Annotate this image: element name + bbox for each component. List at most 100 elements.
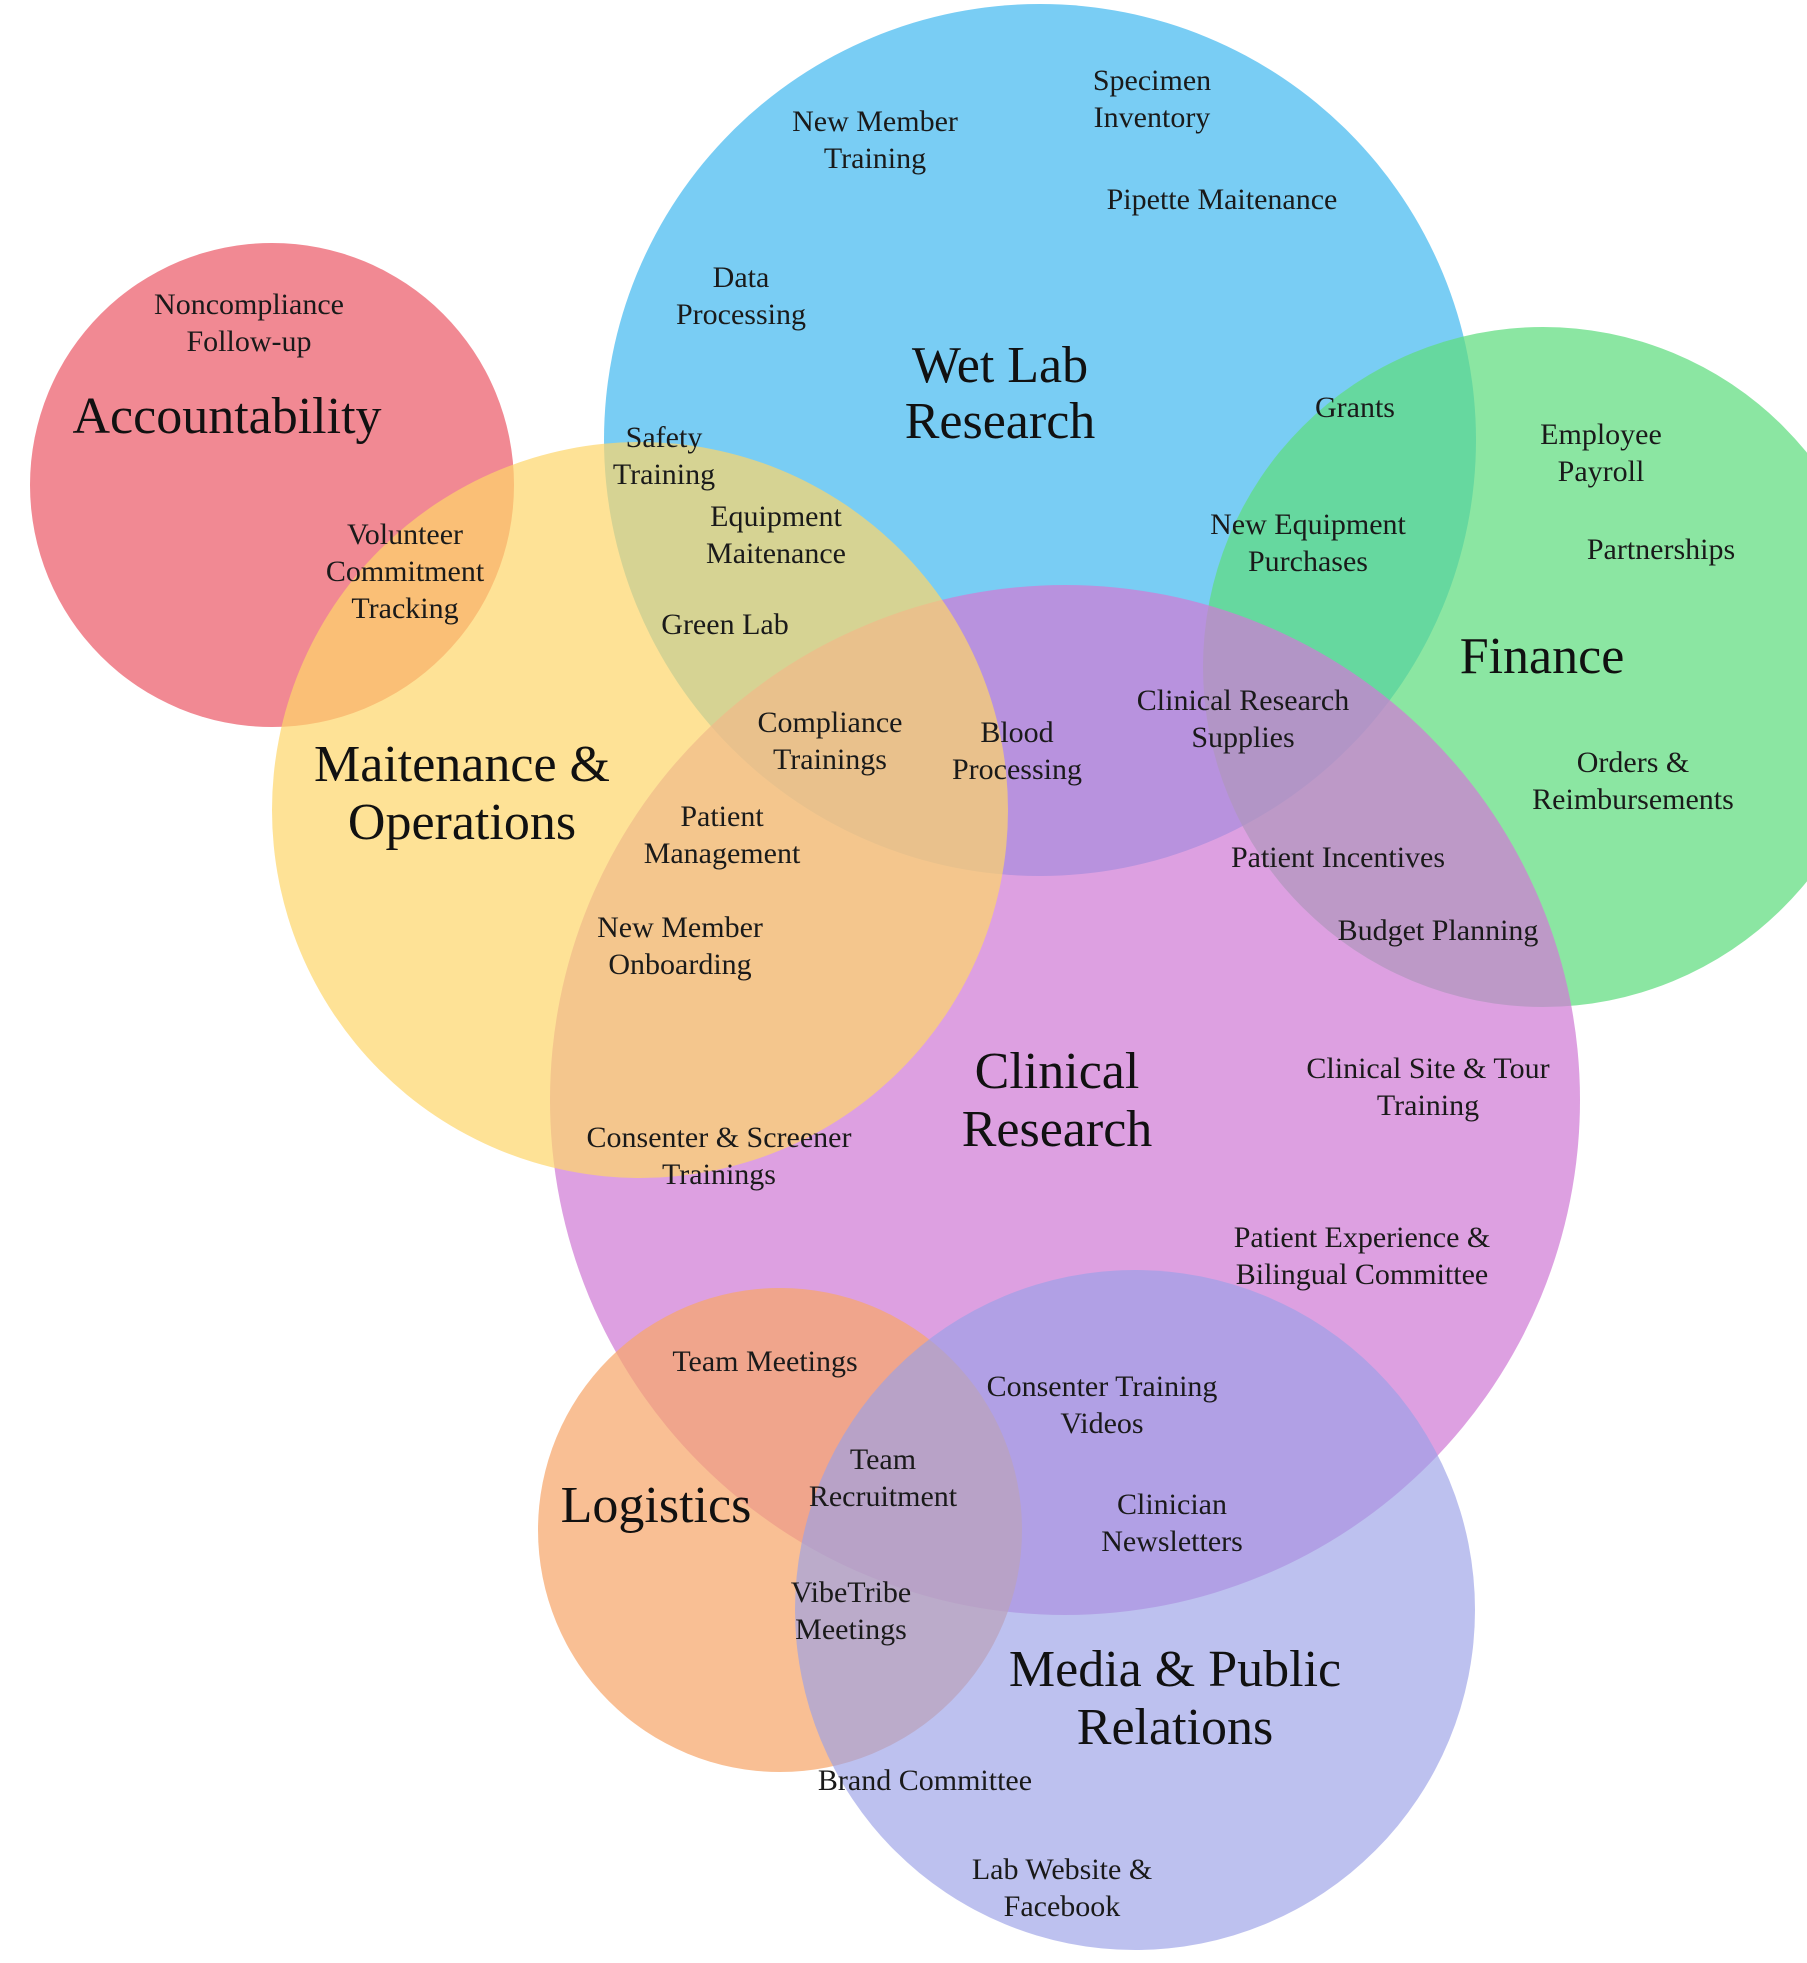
item-partnerships: Partnerships — [1587, 533, 1735, 566]
label-line: Maitenance — [706, 537, 846, 570]
label-line: New Member — [792, 105, 958, 138]
label-line: Inventory — [1094, 101, 1211, 134]
label-line: Grants — [1315, 391, 1395, 424]
label-line: Compliance — [758, 706, 903, 739]
label-line: Orders & — [1577, 746, 1689, 779]
label-line: Data — [713, 261, 770, 294]
label-line: Accountability — [72, 388, 381, 445]
label-line: Clinical Site & Tour — [1306, 1052, 1549, 1085]
item-lab-website-facebook: Lab Website & Facebook — [972, 1853, 1152, 1923]
label-line: Trainings — [662, 1158, 776, 1191]
label-line: Purchases — [1248, 545, 1368, 578]
label-line: Bilingual Committee — [1236, 1258, 1488, 1291]
label-line: Onboarding — [608, 948, 751, 981]
label-line: Wet Lab — [912, 337, 1088, 394]
item-budget-planning: Budget Planning — [1338, 914, 1539, 947]
label-line: Partnerships — [1587, 533, 1735, 566]
label-line: Processing — [676, 298, 806, 331]
label-line: New Member — [597, 911, 763, 944]
label-line: Videos — [1060, 1407, 1143, 1440]
label-line: Clinical — [975, 1043, 1140, 1100]
label-line: New Equipment — [1210, 508, 1406, 541]
label-line: Supplies — [1191, 721, 1294, 754]
label-line: Lab Website & — [972, 1853, 1152, 1886]
item-brand-committee: Brand Committee — [818, 1764, 1032, 1797]
label-line: Brand Committee — [818, 1764, 1032, 1797]
label-line: Equipment — [710, 500, 842, 533]
label-line: Facebook — [1004, 1890, 1121, 1923]
item-pipette-maintenance: Pipette Maitenance — [1107, 183, 1338, 216]
label-line: Consenter Training — [987, 1370, 1218, 1403]
label-line: Maitenance & — [314, 736, 610, 793]
label-line: Training — [1377, 1089, 1479, 1122]
label-line: Green Lab — [661, 608, 788, 641]
label-line: Trainings — [773, 743, 887, 776]
label-line: Processing — [952, 753, 1082, 786]
label-line: Relations — [1077, 1699, 1273, 1756]
label-line: Clinical Research — [1137, 684, 1349, 717]
item-team-meetings: Team Meetings — [672, 1345, 857, 1378]
group-label-accountability: Accountability — [72, 388, 381, 445]
label-line: Research — [962, 1101, 1153, 1158]
group-label-logistics: Logistics — [561, 1477, 752, 1534]
circle-maintenance-operations — [272, 442, 1008, 1178]
label-line: Reimbursements — [1532, 783, 1734, 816]
label-line: Research — [905, 393, 1096, 450]
label-line: Team — [850, 1443, 916, 1476]
label-line: Volunteer — [347, 518, 463, 551]
label-line: VibeTribe — [791, 1576, 911, 1609]
label-line: Management — [644, 837, 801, 870]
label-line: Patient — [680, 800, 764, 833]
item-orders-reimbursements: Orders & Reimbursements — [1532, 746, 1734, 816]
label-line: Follow-up — [186, 325, 311, 358]
label-line: Pipette Maitenance — [1107, 183, 1338, 216]
item-grants: Grants — [1315, 391, 1395, 424]
label-line: Logistics — [561, 1477, 752, 1534]
group-label-finance: Finance — [1460, 628, 1625, 685]
label-line: Safety — [626, 421, 703, 454]
label-line: Newsletters — [1101, 1525, 1243, 1558]
label-line: Consenter & Screener — [587, 1121, 852, 1154]
label-line: Tracking — [351, 592, 458, 625]
label-line: Meetings — [795, 1613, 907, 1646]
label-line: Operations — [348, 794, 576, 851]
circle-media-public-relations — [795, 1270, 1475, 1950]
circle-layer — [30, 4, 1807, 1950]
label-line: Employee — [1540, 418, 1662, 451]
label-line: Commitment — [326, 555, 485, 588]
label-line: Payroll — [1558, 455, 1645, 488]
label-line: Recruitment — [809, 1480, 958, 1513]
label-line: Training — [613, 458, 715, 491]
label-line: Noncompliance — [154, 288, 344, 321]
label-line: Patient Experience & — [1234, 1221, 1491, 1254]
label-line: Training — [824, 142, 926, 175]
item-green-lab: Green Lab — [661, 608, 788, 641]
label-line: Blood — [980, 716, 1053, 749]
label-line: Patient Incentives — [1231, 841, 1445, 874]
label-line: Budget Planning — [1338, 914, 1539, 947]
item-patient-experience: Patient Experience & Bilingual Committee — [1234, 1221, 1491, 1291]
label-line: Team Meetings — [672, 1345, 857, 1378]
